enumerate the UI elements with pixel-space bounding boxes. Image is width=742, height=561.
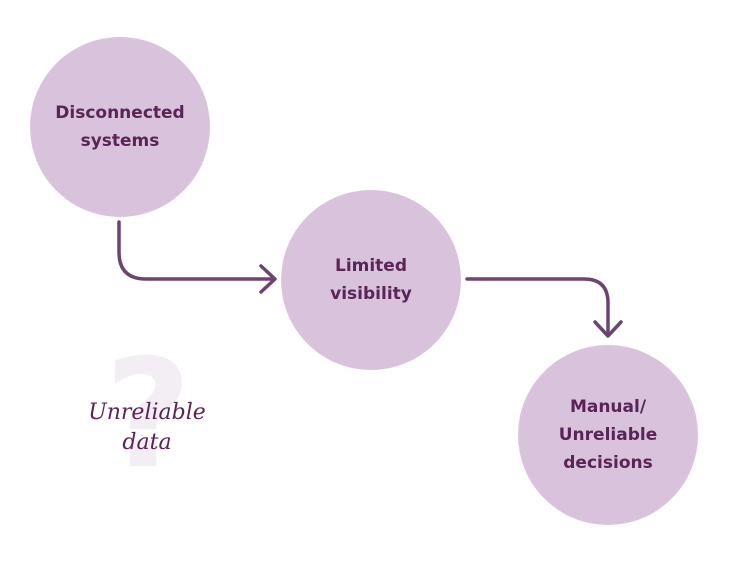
connector-limited-to-manual — [465, 277, 623, 338]
question-mark-icon: ? — [104, 328, 192, 502]
connector-line — [465, 277, 610, 336]
node-limited-visibility: Limited visibility — [281, 190, 461, 370]
node-label: Manual/ Unreliable decisions — [558, 397, 658, 473]
connector-line — [117, 220, 276, 281]
annotation-unreliable-data: Unreliable data — [88, 400, 206, 455]
node-label: Disconnected systems — [55, 103, 185, 151]
node-manual-unreliable-decisions: Manual/ Unreliable decisions — [518, 345, 698, 525]
arrow-down-icon — [593, 320, 623, 338]
node-label: Limited visibility — [330, 256, 412, 304]
node-disconnected-systems: Disconnected systems — [30, 37, 210, 217]
arrow-right-icon — [259, 264, 277, 294]
connector-disconnected-to-limited — [117, 220, 277, 294]
